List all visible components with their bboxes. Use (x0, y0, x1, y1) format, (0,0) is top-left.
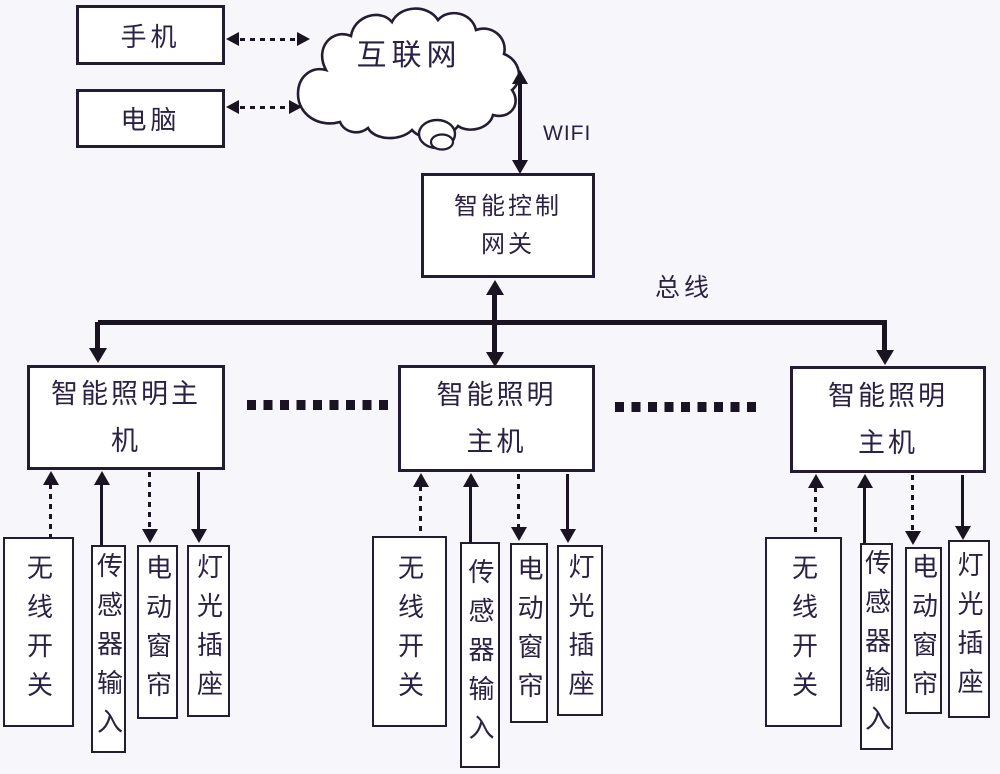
host-label-1: 智能照明主机 (51, 379, 201, 456)
light-socket-arrowhead-down-3 (955, 526, 971, 540)
host-label-3: 智能照明主机 (828, 381, 948, 458)
wifi-link-line (518, 82, 522, 162)
wireless-switch-node-3: 无线开关 (765, 537, 842, 727)
sensor-input-node-2: 传感器输入 (460, 542, 500, 768)
light-socket-label-3: 灯光插座 (954, 551, 984, 707)
wifi-arrowhead-down (512, 160, 528, 174)
host-node-1: 智能照明主机 (27, 365, 225, 470)
wireless-switch-dotted-line-1 (49, 484, 52, 537)
light-socket-arrowhead-down-2 (560, 529, 576, 543)
host-node-2: 智能照明主机 (398, 365, 595, 472)
light-socket-line-3 (961, 475, 964, 528)
motor-curtain-arrowhead-down-3 (905, 531, 921, 545)
host-node-3: 智能照明主机 (790, 366, 986, 473)
light-socket-node-1: 灯光插座 (187, 545, 230, 717)
sensor-input-arrowhead-up-1 (94, 471, 110, 485)
light-socket-line-1 (197, 472, 200, 530)
wireless-switch-arrowhead-up-2 (413, 473, 429, 487)
motor-curtain-dotted-line-1 (148, 472, 151, 530)
sensor-input-node-1: 传感器输入 (91, 545, 126, 753)
phone-cloud-arrowhead-left (226, 32, 239, 46)
light-socket-line-2 (566, 474, 569, 531)
phone-cloud-dotted-line (240, 38, 298, 41)
wireless-switch-node-1: 无线开关 (3, 537, 74, 727)
light-socket-node-2: 灯光插座 (557, 545, 603, 716)
gateway-node: 智能控制 网关 (421, 173, 595, 278)
sensor-input-line-3 (863, 487, 866, 543)
sensor-input-line-2 (469, 486, 472, 542)
internet-label: 互联网 (356, 39, 462, 72)
bus-host1-drop-line (95, 322, 100, 350)
motor-curtain-arrowhead-down-1 (142, 529, 158, 543)
wifi-label: WIFI (543, 122, 592, 145)
wireless-switch-dotted-line-3 (814, 487, 817, 537)
light-socket-arrowhead-down-1 (191, 529, 207, 543)
gateway-bus-arrowhead-up (486, 280, 504, 295)
light-socket-label-2: 灯光插座 (565, 552, 595, 709)
bus-host1-arrowhead-down (89, 348, 107, 363)
sensor-input-line-1 (100, 484, 103, 545)
computer-cloud-arrowhead-left (226, 100, 239, 114)
gateway-label-line2: 网关 (481, 230, 535, 258)
bus-host3-drop-line (882, 322, 887, 352)
computer-label: 电脑 (120, 105, 181, 135)
sensor-input-label-1: 传感器输入 (93, 551, 124, 747)
bus-host3-arrowhead-down (876, 350, 894, 365)
wireless-switch-arrowhead-up-3 (808, 474, 824, 488)
bus-host2-arrowhead-down (486, 352, 504, 367)
sensor-input-arrowhead-up-3 (857, 474, 873, 488)
light-socket-node-3: 灯光插座 (948, 540, 990, 718)
motor-curtain-label-1: 电动窗帘 (142, 554, 173, 710)
light-socket-label-1: 灯光插座 (193, 553, 224, 709)
wireless-switch-dotted-line-2 (419, 486, 422, 536)
motor-curtain-dotted-line-2 (517, 474, 520, 528)
motor-curtain-node-3: 电动窗帘 (905, 547, 942, 714)
motor-curtain-node-2: 电动窗帘 (510, 543, 548, 723)
wireless-switch-label-3: 无线开关 (788, 554, 819, 710)
phone-cloud-arrowhead-right (297, 32, 310, 46)
cloud-icon (296, 7, 521, 151)
motor-curtain-node-1: 电动窗帘 (137, 545, 178, 719)
phone-node: 手机 (76, 5, 225, 65)
sensor-input-label-3: 传感器输入 (861, 549, 892, 744)
sensor-input-arrowhead-up-2 (463, 473, 479, 487)
bus-label: 总线 (655, 274, 714, 302)
motor-curtain-arrowhead-down-2 (511, 527, 527, 541)
wifi-arrowhead-up (512, 70, 528, 84)
phone-label: 手机 (120, 21, 181, 52)
computer-cloud-dotted-line (240, 106, 290, 109)
computer-node: 电脑 (76, 89, 225, 148)
gateway-label-line1: 智能控制 (454, 193, 562, 221)
sensor-input-label-2: 传感器输入 (465, 557, 495, 753)
motor-curtain-dotted-line-3 (911, 475, 914, 530)
host-label-2: 智能照明主机 (436, 380, 557, 457)
wireless-switch-label-2: 无线开关 (394, 553, 425, 710)
wireless-switch-arrowhead-up-1 (43, 471, 59, 485)
hosts-ellipsis-2 (615, 402, 762, 412)
wireless-switch-label-1: 无线开关 (23, 554, 54, 710)
wireless-switch-node-2: 无线开关 (372, 536, 447, 727)
motor-curtain-label-2: 电动窗帘 (514, 555, 544, 711)
sensor-input-node-3: 传感器输入 (860, 543, 893, 750)
motor-curtain-label-3: 电动窗帘 (908, 552, 939, 709)
internet-cloud-node: 互联网 (288, 0, 528, 158)
hosts-ellipsis-1 (247, 400, 393, 410)
bus-line (98, 320, 887, 325)
